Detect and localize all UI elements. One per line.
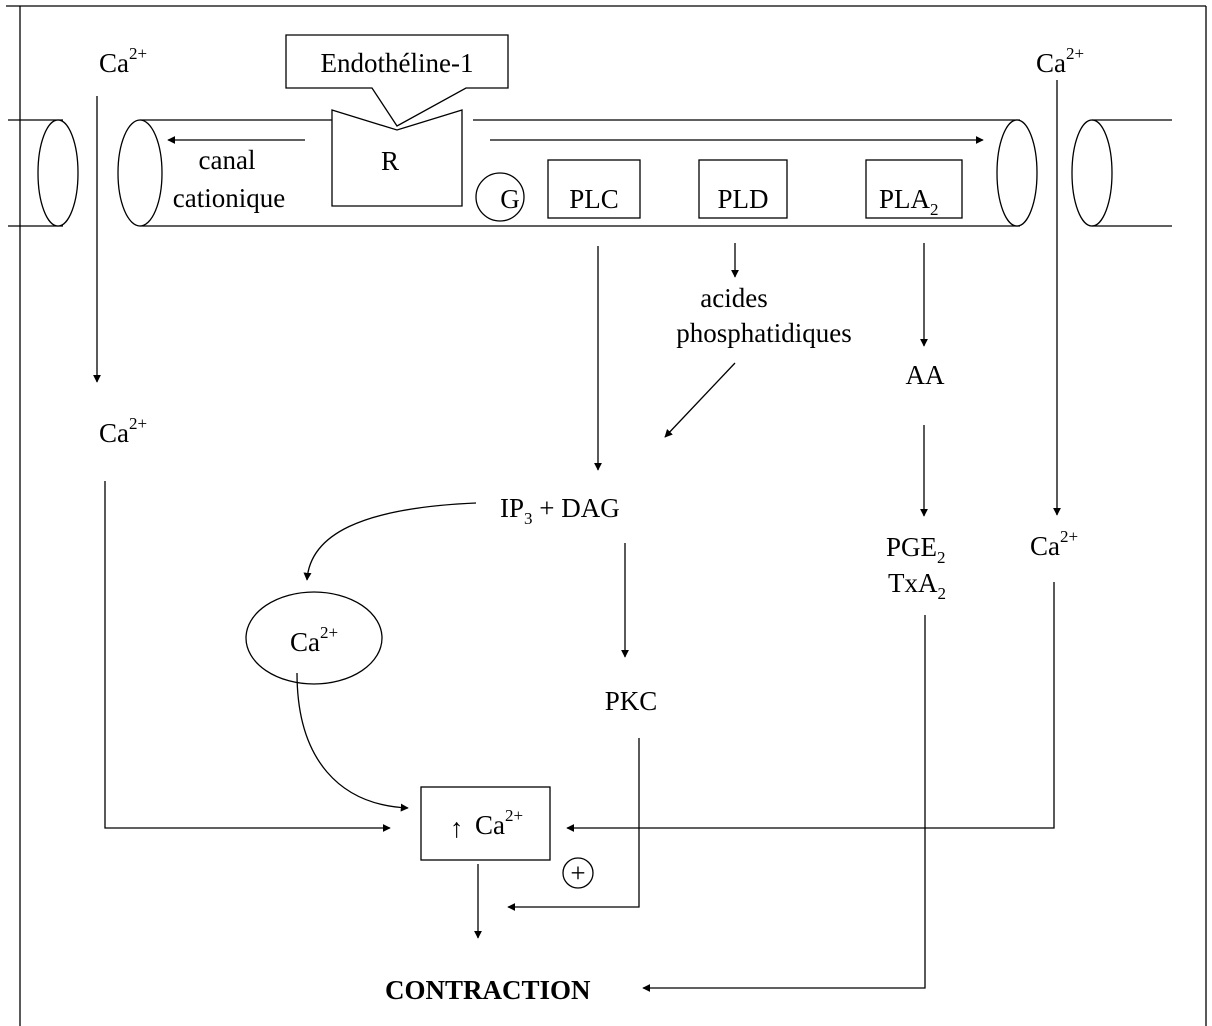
plc-box <box>547 159 641 219</box>
pkc-label: PKC <box>605 686 658 716</box>
pla2-label: PLA2 <box>879 184 939 219</box>
acides-label-line1: acides <box>700 283 767 313</box>
pla2-box <box>865 159 963 219</box>
membrane-tube <box>8 119 1172 227</box>
plc-label: PLC <box>569 184 619 214</box>
arrow-pge2-to-contraction <box>642 615 926 992</box>
g-protein-circle <box>475 172 525 222</box>
tube-end-right-outer <box>1071 119 1113 227</box>
arrow-pkc-to-contraction <box>507 738 640 911</box>
ip3-dag-label: IP3 + DAG <box>500 493 620 528</box>
receptor-shape <box>331 109 463 207</box>
ca-increase-box <box>420 786 551 861</box>
canal-label-line2: cationique <box>173 183 285 213</box>
plus-label: + <box>570 858 585 888</box>
acides-label-line2: phosphatidiques <box>676 318 852 348</box>
txa2-label: TxA2 <box>888 568 946 603</box>
arrow-acides-to-ip3 <box>664 362 736 438</box>
tube-end-left-outer <box>37 119 79 227</box>
ca-increase-label: Ca2+ <box>475 806 523 840</box>
ca-extracellular-left: Ca2+ <box>99 44 147 78</box>
canal-label-line1: canal <box>199 145 256 175</box>
ca-extracellular-right: Ca2+ <box>1036 44 1084 78</box>
ca-intracellular-left: Ca2+ <box>99 414 147 448</box>
ca-intracellular-right: Ca2+ <box>1030 527 1078 561</box>
plus-circle <box>562 857 594 889</box>
ca-store-ellipse <box>245 591 383 685</box>
receptor-label: R <box>381 146 399 176</box>
arrow-ip3-to-store <box>303 502 477 581</box>
ca-store-label: Ca2+ <box>290 623 338 657</box>
cell-border <box>6 5 1207 1026</box>
g-protein-label: G <box>500 184 520 214</box>
arrow-store-to-box <box>296 672 409 812</box>
arrow-ca-right-to-box <box>566 582 1055 832</box>
pld-box <box>698 159 788 219</box>
endotheline-label: Endothéline-1 <box>321 48 474 78</box>
pld-label: PLD <box>717 184 768 214</box>
aa-label: AA <box>906 360 945 390</box>
endotheline-callout <box>285 34 509 127</box>
tube-end-left <box>117 119 163 227</box>
arrow-ca-left-to-box <box>104 481 391 832</box>
tube-end-right <box>996 119 1038 227</box>
contraction-label: CONTRACTION <box>385 975 591 1005</box>
pge2-label: PGE2 <box>886 532 946 567</box>
ca-increase-arrow: ↑ <box>450 813 464 843</box>
